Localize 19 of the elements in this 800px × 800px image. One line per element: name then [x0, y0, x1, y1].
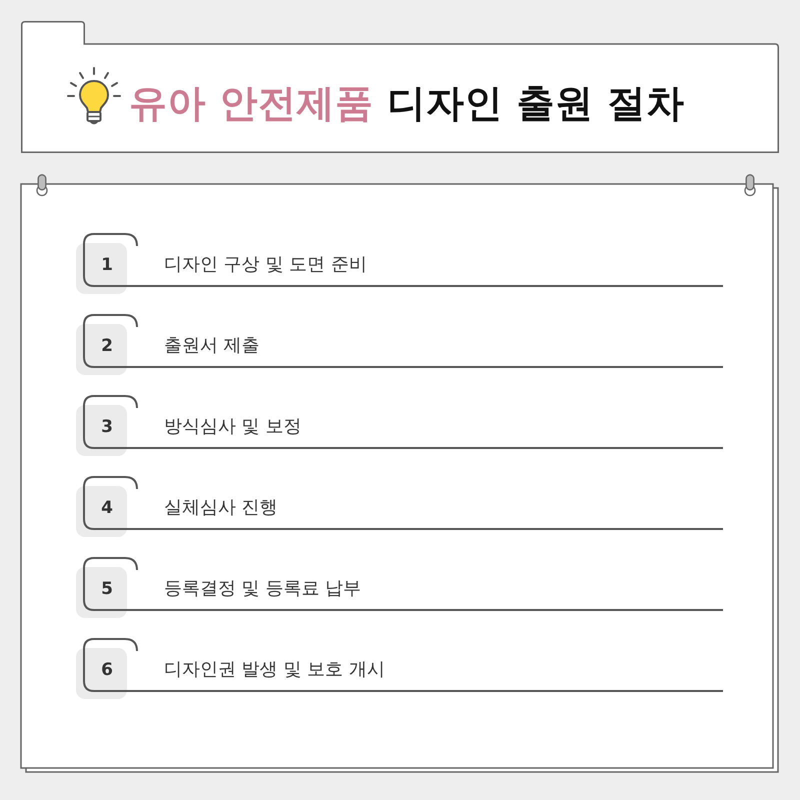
step-label: 출원서 제출: [164, 334, 260, 358]
step-label: 디자인권 발생 및 보호 개시: [164, 658, 385, 682]
step-number: 1: [100, 254, 114, 277]
step-label: 실체심사 진행: [164, 496, 278, 520]
step-number: 5: [100, 578, 114, 601]
step-item: [76, 233, 724, 294]
step-item: [76, 638, 724, 699]
step-item: [76, 395, 724, 456]
title: 유아 안전제품 디자인 출원 절차: [129, 80, 684, 127]
step-number: 4: [100, 497, 114, 520]
step-number: 6: [100, 659, 114, 682]
step-number: 2: [100, 335, 114, 358]
step-label: 디자인 구상 및 도면 준비: [164, 253, 367, 277]
step-item: [76, 476, 724, 537]
step-number: 3: [100, 416, 114, 439]
step-item: [76, 557, 724, 618]
step-label: 방식심사 및 보정: [164, 415, 302, 439]
step-item: [76, 314, 724, 375]
step-label: 등록결정 및 등록료 납부: [164, 577, 362, 601]
